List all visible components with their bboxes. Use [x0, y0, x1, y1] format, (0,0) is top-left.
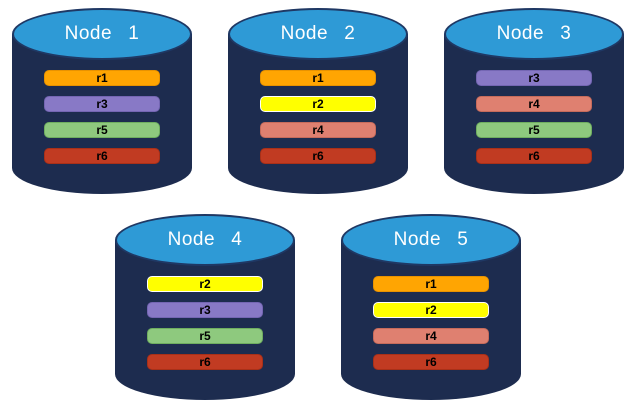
cylinder-body — [12, 34, 192, 194]
replica-bar-r1: r1 — [260, 70, 376, 86]
replica-bar-r1: r1 — [44, 70, 160, 86]
replica-label-r3: r3 — [528, 71, 540, 85]
replica-bar-r5: r5 — [44, 122, 160, 138]
node-label: Node 1 — [64, 23, 140, 44]
node-cylinder-5: Node 5 r1 r2 r4 r6 — [341, 214, 521, 400]
replica-bar-r6: r6 — [147, 354, 263, 370]
node-cylinder-1: Node 1 r1 r3 r5 r6 — [12, 8, 192, 194]
node-label: Node 2 — [280, 23, 356, 44]
replica-bar-r4: r4 — [476, 96, 592, 112]
replica-label-r2: r2 — [425, 303, 437, 317]
replica-bar-r2: r2 — [373, 302, 489, 318]
replica-bar-r6: r6 — [373, 354, 489, 370]
replica-label-r3: r3 — [199, 303, 211, 317]
replica-label-r6: r6 — [312, 149, 324, 163]
replica-label-r6: r6 — [528, 149, 540, 163]
replica-label-r2: r2 — [312, 97, 324, 111]
replica-label-r5: r5 — [528, 123, 540, 137]
node-cylinder-2: Node 2 r1 r2 r4 r6 — [228, 8, 408, 194]
replica-bar-r3: r3 — [476, 70, 592, 86]
node-cylinder-3: Node 3 r3 r4 r5 r6 — [444, 8, 624, 194]
replica-label-r3: r3 — [96, 97, 108, 111]
replica-bar-r6: r6 — [476, 148, 592, 164]
replica-label-r1: r1 — [425, 277, 437, 291]
replica-list: r2 r3 r5 r6 — [115, 276, 295, 370]
replica-label-r6: r6 — [425, 355, 437, 369]
replica-label-r4: r4 — [528, 97, 540, 111]
replica-list: r1 r2 r4 r6 — [341, 276, 521, 370]
replica-bar-r6: r6 — [44, 148, 160, 164]
replica-label-r1: r1 — [96, 71, 108, 85]
cylinder-body — [115, 240, 295, 400]
replica-bar-r3: r3 — [147, 302, 263, 318]
replica-label-r6: r6 — [96, 149, 108, 163]
cylinder-top-ellipse: Node 5 — [341, 214, 521, 266]
replica-label-r2: r2 — [199, 277, 211, 291]
replica-bar-r1: r1 — [373, 276, 489, 292]
replica-label-r6: r6 — [199, 355, 211, 369]
replica-bar-r6: r6 — [260, 148, 376, 164]
replica-bar-r2: r2 — [260, 96, 376, 112]
node-cylinder-4: Node 4 r2 r3 r5 r6 — [115, 214, 295, 400]
node-label: Node 4 — [167, 229, 243, 250]
cylinder-top-ellipse: Node 2 — [228, 8, 408, 60]
replica-list: r3 r4 r5 r6 — [444, 70, 624, 164]
replica-bar-r3: r3 — [44, 96, 160, 112]
cylinder-top-ellipse: Node 3 — [444, 8, 624, 60]
cylinder-top-ellipse: Node 4 — [115, 214, 295, 266]
cylinder-top-ellipse: Node 1 — [12, 8, 192, 60]
replica-bar-r4: r4 — [260, 122, 376, 138]
node-label: Node 3 — [496, 23, 572, 44]
replica-label-r4: r4 — [312, 123, 324, 137]
replica-bar-r5: r5 — [147, 328, 263, 344]
node-label: Node 5 — [393, 229, 469, 250]
replica-list: r1 r3 r5 r6 — [12, 70, 192, 164]
replica-bar-r4: r4 — [373, 328, 489, 344]
cylinder-body — [341, 240, 521, 400]
replica-label-r5: r5 — [199, 329, 211, 343]
cylinder-body — [444, 34, 624, 194]
replica-label-r1: r1 — [312, 71, 324, 85]
replica-label-r4: r4 — [425, 329, 437, 343]
replica-label-r5: r5 — [96, 123, 108, 137]
node-row-top: Node 1 r1 r3 r5 r6 Node 2 r1 r2 r4 r6 Node 3 r… — [0, 8, 636, 194]
node-row-bottom: Node 4 r2 r3 r5 r6 Node 5 r1 r2 r4 r6 — [0, 214, 636, 400]
cylinder-body — [228, 34, 408, 194]
replica-bar-r2: r2 — [147, 276, 263, 292]
replica-list: r1 r2 r4 r6 — [228, 70, 408, 164]
replica-bar-r5: r5 — [476, 122, 592, 138]
